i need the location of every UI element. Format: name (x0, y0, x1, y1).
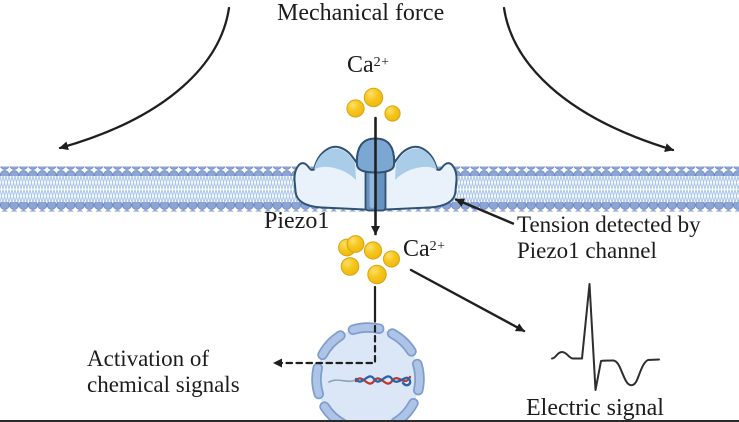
mechanical-force-label: Mechanical force (277, 0, 445, 26)
calcium-symbol: Ca (403, 236, 430, 262)
activation-line1: Activation of (87, 346, 209, 371)
action-potential-waveform (551, 283, 660, 391)
activation-label: Activation of chemical signals (87, 346, 240, 398)
calcium-ions-above (346, 87, 401, 122)
electric-signal-label: Electric signal (526, 395, 664, 421)
tension-detected-line2: Piezo1 channel (517, 238, 657, 263)
calcium-ion (340, 257, 360, 276)
dna-strand-blue (354, 375, 412, 387)
tension-detected-label: Tension detected by Piezo1 channel (517, 212, 701, 264)
calcium-charge-superscript: 2+ (373, 55, 390, 70)
calcium-ion (346, 99, 365, 118)
calcium-ion (346, 235, 365, 253)
activation-line2: chemical signals (87, 372, 240, 397)
piezo1-blade-shading-right (395, 148, 437, 180)
chemical-signal-dashed-arrow (272, 314, 377, 368)
calcium-ions-below (338, 235, 400, 285)
dna-lead-strand (328, 379, 357, 383)
calcium-ion (367, 264, 387, 285)
electric-signal-arrow (409, 268, 526, 333)
calcium-label-bottom: Ca2+ (403, 236, 446, 263)
piezo1-blade-shading-left (314, 148, 356, 180)
calcium-symbol: Ca (347, 52, 374, 78)
calcium-ion (384, 105, 401, 122)
force-arrow-left (58, 6, 231, 151)
tension-pointer-arrow (454, 198, 515, 225)
piezo1-label: Piezo1 (264, 208, 330, 234)
piezo1-pore-highlight (369, 166, 375, 208)
force-arrow-right (502, 6, 675, 153)
calcium-ion (363, 241, 383, 260)
tension-detected-line1: Tension detected by (517, 212, 701, 237)
calcium-ion (383, 250, 400, 268)
nucleus-icon (311, 322, 425, 420)
nucleus-body (316, 327, 420, 420)
calcium-label-top: Ca2+ (347, 52, 390, 79)
dna-icon (328, 375, 412, 387)
calcium-ion (363, 87, 384, 108)
nucleus-envelope (313, 324, 424, 420)
arrows (58, 6, 675, 368)
calcium-charge-superscript: 2+ (429, 239, 446, 254)
